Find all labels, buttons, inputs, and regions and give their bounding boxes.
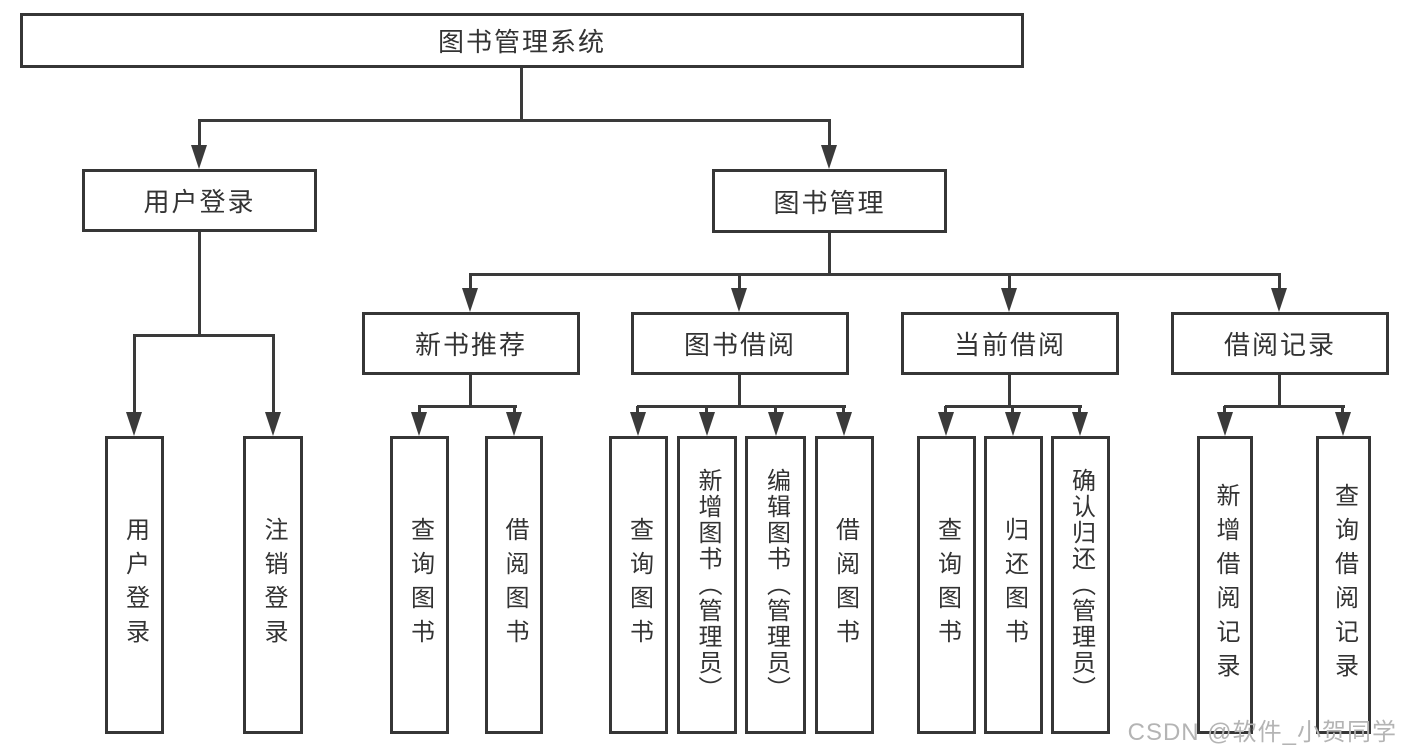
arrowhead-down — [1001, 288, 1017, 312]
connector-stem — [1008, 374, 1011, 408]
arrowhead-down — [126, 412, 142, 436]
connector-stem — [738, 374, 741, 408]
connector-branch-level2 — [198, 119, 831, 122]
arrowhead-down — [191, 145, 207, 169]
leaf-query-books-current: 查询图书 — [917, 436, 976, 734]
connector-stem — [738, 275, 741, 290]
arrowhead-down — [1271, 288, 1287, 312]
connector-stem — [705, 406, 708, 414]
connector-stem — [133, 335, 136, 415]
arrowhead-down — [462, 288, 478, 312]
leaf-user-login-label: 用户登录 — [121, 517, 149, 653]
leaf-add-borrow-record: 新增借阅记录 — [1197, 436, 1253, 734]
arrowhead-down — [265, 412, 281, 436]
arrowhead-down — [1335, 412, 1351, 436]
leaf-query-books-borrow: 查询图书 — [609, 436, 668, 734]
leaf-confirm-return-admin: 确认归还（管理员） — [1051, 436, 1110, 734]
connector-stem — [469, 374, 472, 408]
node-new-book-recommend: 新书推荐 — [362, 312, 580, 375]
connector-trunk — [520, 68, 523, 121]
node-user-login: 用户登录 — [82, 169, 317, 232]
leaf-confirm-return-admin-label: 确认归还（管理员） — [1067, 468, 1095, 702]
connector-stem — [1278, 374, 1281, 408]
arrowhead-down — [1005, 412, 1021, 436]
connector-stem — [1341, 406, 1344, 414]
leaf-borrow-books-recommend: 借阅图书 — [485, 436, 543, 734]
connector-stem — [774, 406, 777, 414]
connector-stem — [1011, 406, 1014, 414]
node-borrow-records: 借阅记录 — [1171, 312, 1389, 375]
connector-stem — [418, 406, 421, 414]
node-current-borrow-label: 当前借阅 — [953, 330, 1066, 360]
leaf-query-books-current-label: 查询图书 — [933, 517, 961, 653]
leaf-borrow-books: 借阅图书 — [815, 436, 874, 734]
leaf-logout: 注销登录 — [243, 436, 303, 734]
leaf-user-login: 用户登录 — [105, 436, 164, 734]
node-book-borrow: 图书借阅 — [631, 312, 849, 375]
leaf-return-books-label: 归还图书 — [1000, 517, 1028, 653]
node-user-login-label: 用户登录 — [143, 187, 256, 217]
arrowhead-down — [630, 412, 646, 436]
node-borrow-records-label: 借阅记录 — [1223, 330, 1336, 360]
arrowhead-down — [1217, 412, 1233, 436]
arrowhead-down — [768, 412, 784, 436]
node-book-management-label: 图书管理 — [773, 187, 886, 218]
connector-stem — [828, 120, 831, 148]
arrowhead-down — [411, 412, 427, 436]
connector-stem — [842, 406, 845, 414]
connector-stem — [944, 406, 947, 414]
leaf-edit-books-admin: 编辑图书（管理员） — [745, 436, 806, 734]
leaf-query-books-borrow-label: 查询图书 — [625, 517, 653, 653]
connector-branch-book-management — [469, 273, 1281, 276]
leaf-query-borrow-record: 查询借阅记录 — [1316, 436, 1371, 734]
arrowhead-down — [938, 412, 954, 436]
connector-branch-book-borrow — [637, 405, 846, 408]
connector-stem — [198, 120, 201, 148]
leaf-add-borrow-record-label: 新增借阅记录 — [1212, 483, 1239, 687]
node-book-management: 图书管理 — [712, 169, 947, 233]
csdn-watermark: CSDN @软件_小贺同学 — [1127, 719, 1397, 746]
leaf-query-books-recommend: 查询图书 — [390, 436, 449, 734]
leaf-return-books: 归还图书 — [984, 436, 1043, 734]
leaf-borrow-books-label: 借阅图书 — [831, 517, 859, 653]
arrowhead-down — [506, 412, 522, 436]
leaf-add-books-admin-label: 新增图书（管理员） — [694, 468, 721, 702]
leaf-add-books-admin: 新增图书（管理员） — [677, 436, 737, 734]
node-new-book-recommend-label: 新书推荐 — [414, 330, 527, 360]
connector-stem — [1008, 275, 1011, 290]
connector-stem — [469, 275, 472, 290]
leaf-logout-label: 注销登录 — [260, 517, 287, 653]
connector-branch-new-book — [418, 405, 517, 408]
arrowhead-down — [836, 412, 852, 436]
node-current-borrow: 当前借阅 — [901, 312, 1119, 375]
connector-stem — [1078, 406, 1081, 414]
arrowhead-down — [699, 412, 715, 436]
connector-stem — [1223, 406, 1226, 414]
connector-stem — [636, 406, 639, 414]
node-root: 图书管理系统 — [20, 13, 1024, 68]
node-root-label: 图书管理系统 — [437, 27, 606, 57]
leaf-query-books-recommend-label: 查询图书 — [406, 517, 434, 653]
connector-stem — [198, 231, 201, 336]
leaf-edit-books-admin-label: 编辑图书（管理员） — [762, 468, 790, 702]
connector-stem — [828, 232, 831, 275]
node-book-borrow-label: 图书借阅 — [683, 330, 796, 360]
leaf-query-borrow-record-label: 查询借阅记录 — [1330, 483, 1358, 687]
connector-stem — [1278, 275, 1281, 290]
leaf-borrow-books-recommend-label: 借阅图书 — [501, 517, 528, 653]
connector-stem — [513, 406, 516, 414]
arrowhead-down — [821, 145, 837, 169]
connector-branch-user-login — [133, 334, 275, 337]
connector-stem — [272, 335, 275, 415]
arrowhead-down — [1072, 412, 1088, 436]
connector-branch-borrow-records — [1224, 405, 1345, 408]
arrowhead-down — [731, 288, 747, 312]
